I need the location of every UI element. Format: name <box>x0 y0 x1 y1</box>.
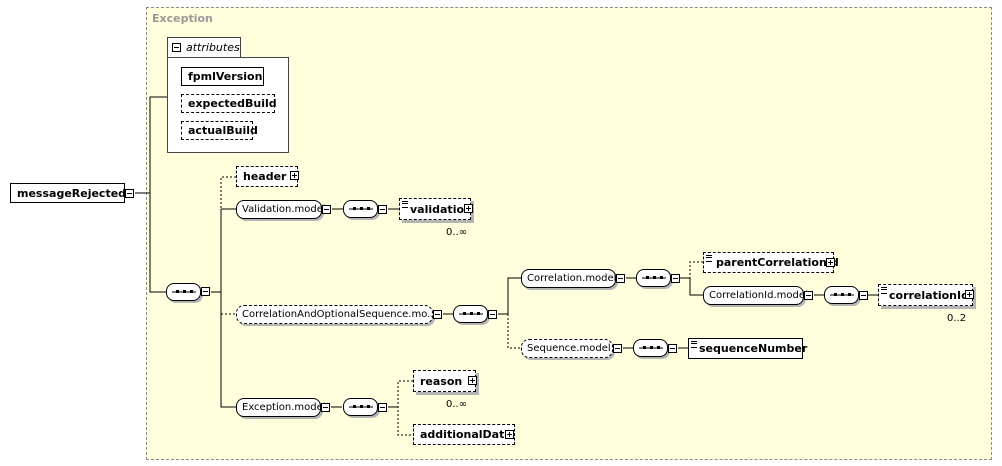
occurrence-label: 0..2 <box>947 313 967 324</box>
group-label: Validation.model <box>242 204 326 215</box>
expand-icon[interactable] <box>468 376 477 385</box>
attributes-group-label: attributes <box>186 41 240 54</box>
group-validation-model[interactable]: Validation.model <box>236 200 326 219</box>
element-additional-data[interactable]: additionalData <box>413 424 515 445</box>
sequence-compositor-icon <box>166 283 201 301</box>
group-correlation-id-model[interactable]: CorrelationId.model <box>703 286 808 305</box>
expand-icon[interactable] <box>826 258 835 267</box>
group-label: Sequence.model <box>527 343 611 354</box>
element-label: validation <box>410 202 472 216</box>
group-sequence-model[interactable]: Sequence.model <box>521 339 613 358</box>
sequence-compositor-icon <box>636 269 671 287</box>
element-parent-correlation-id[interactable]: parentCorrelationId <box>703 252 839 273</box>
root-element-label: messageRejected <box>17 186 127 200</box>
group-correlation-model[interactable]: Correlation.model <box>521 269 616 288</box>
element-label: sequenceNumber <box>699 342 808 355</box>
expand-icon[interactable] <box>965 290 974 299</box>
element-header[interactable]: header <box>236 166 298 187</box>
expand-icon[interactable] <box>290 171 299 180</box>
element-validation[interactable]: validation <box>399 198 472 220</box>
collapse-icon[interactable] <box>378 205 387 214</box>
collapse-icon[interactable] <box>321 403 330 412</box>
complex-type-label: Exception <box>152 12 213 25</box>
attribute-fpml-version[interactable]: fpmlVersion <box>181 67 264 86</box>
group-correlation-and-optional-sequence-model[interactable]: CorrelationAndOptionalSequence.mo... <box>236 305 437 324</box>
documentation-icon <box>706 255 712 262</box>
collapse-icon[interactable] <box>488 310 497 319</box>
collapse-icon[interactable] <box>859 291 868 300</box>
collapse-icon[interactable] <box>172 43 181 52</box>
group-label: CorrelationAndOptionalSequence.mo... <box>242 309 437 320</box>
group-label: CorrelationId.model <box>709 290 808 301</box>
documentation-icon <box>881 287 887 294</box>
element-label: parentCorrelationId <box>716 256 839 269</box>
element-label: additionalData <box>420 428 512 441</box>
expand-icon[interactable] <box>464 204 473 213</box>
collapse-icon[interactable] <box>125 189 134 198</box>
collapse-icon[interactable] <box>201 287 210 296</box>
sequence-compositor-icon <box>453 305 488 323</box>
sequence-compositor-icon <box>343 200 378 218</box>
group-exception-model[interactable]: Exception.model <box>236 398 326 417</box>
attributes-group-tab[interactable]: attributes <box>167 37 241 58</box>
attribute-label: actualBuild <box>188 124 258 137</box>
element-sequence-number[interactable]: sequenceNumber <box>688 338 807 359</box>
documentation-icon <box>402 201 408 208</box>
attribute-expected-build[interactable]: expectedBuild <box>181 94 277 113</box>
element-label: header <box>243 170 287 183</box>
occurrence-label: 0..∞ <box>446 227 468 238</box>
collapse-icon[interactable] <box>668 344 677 353</box>
collapse-icon[interactable] <box>433 310 442 319</box>
element-correlation-id[interactable]: correlationId <box>878 284 973 306</box>
element-label: reason <box>420 374 463 388</box>
collapse-icon[interactable] <box>322 205 331 214</box>
collapse-icon[interactable] <box>613 344 622 353</box>
documentation-icon <box>691 341 697 348</box>
expand-icon[interactable] <box>505 430 514 439</box>
occurrence-label: 0..∞ <box>446 399 468 410</box>
sequence-compositor-icon <box>633 339 668 357</box>
sequence-compositor-icon <box>824 286 859 304</box>
sequence-compositor-icon <box>343 398 378 416</box>
element-reason[interactable]: reason <box>413 370 476 392</box>
collapse-icon[interactable] <box>804 291 813 300</box>
attribute-label: expectedBuild <box>188 97 277 110</box>
attribute-label: fpmlVersion <box>188 70 263 83</box>
collapse-icon[interactable] <box>378 403 387 412</box>
collapse-icon[interactable] <box>616 274 625 283</box>
group-label: Correlation.model <box>527 273 617 284</box>
attribute-actual-build[interactable]: actualBuild <box>181 121 258 140</box>
group-label: Exception.model <box>242 402 326 413</box>
root-element-message-rejected[interactable]: messageRejected <box>10 183 127 203</box>
element-label: correlationId <box>889 288 969 302</box>
collapse-icon[interactable] <box>671 274 680 283</box>
